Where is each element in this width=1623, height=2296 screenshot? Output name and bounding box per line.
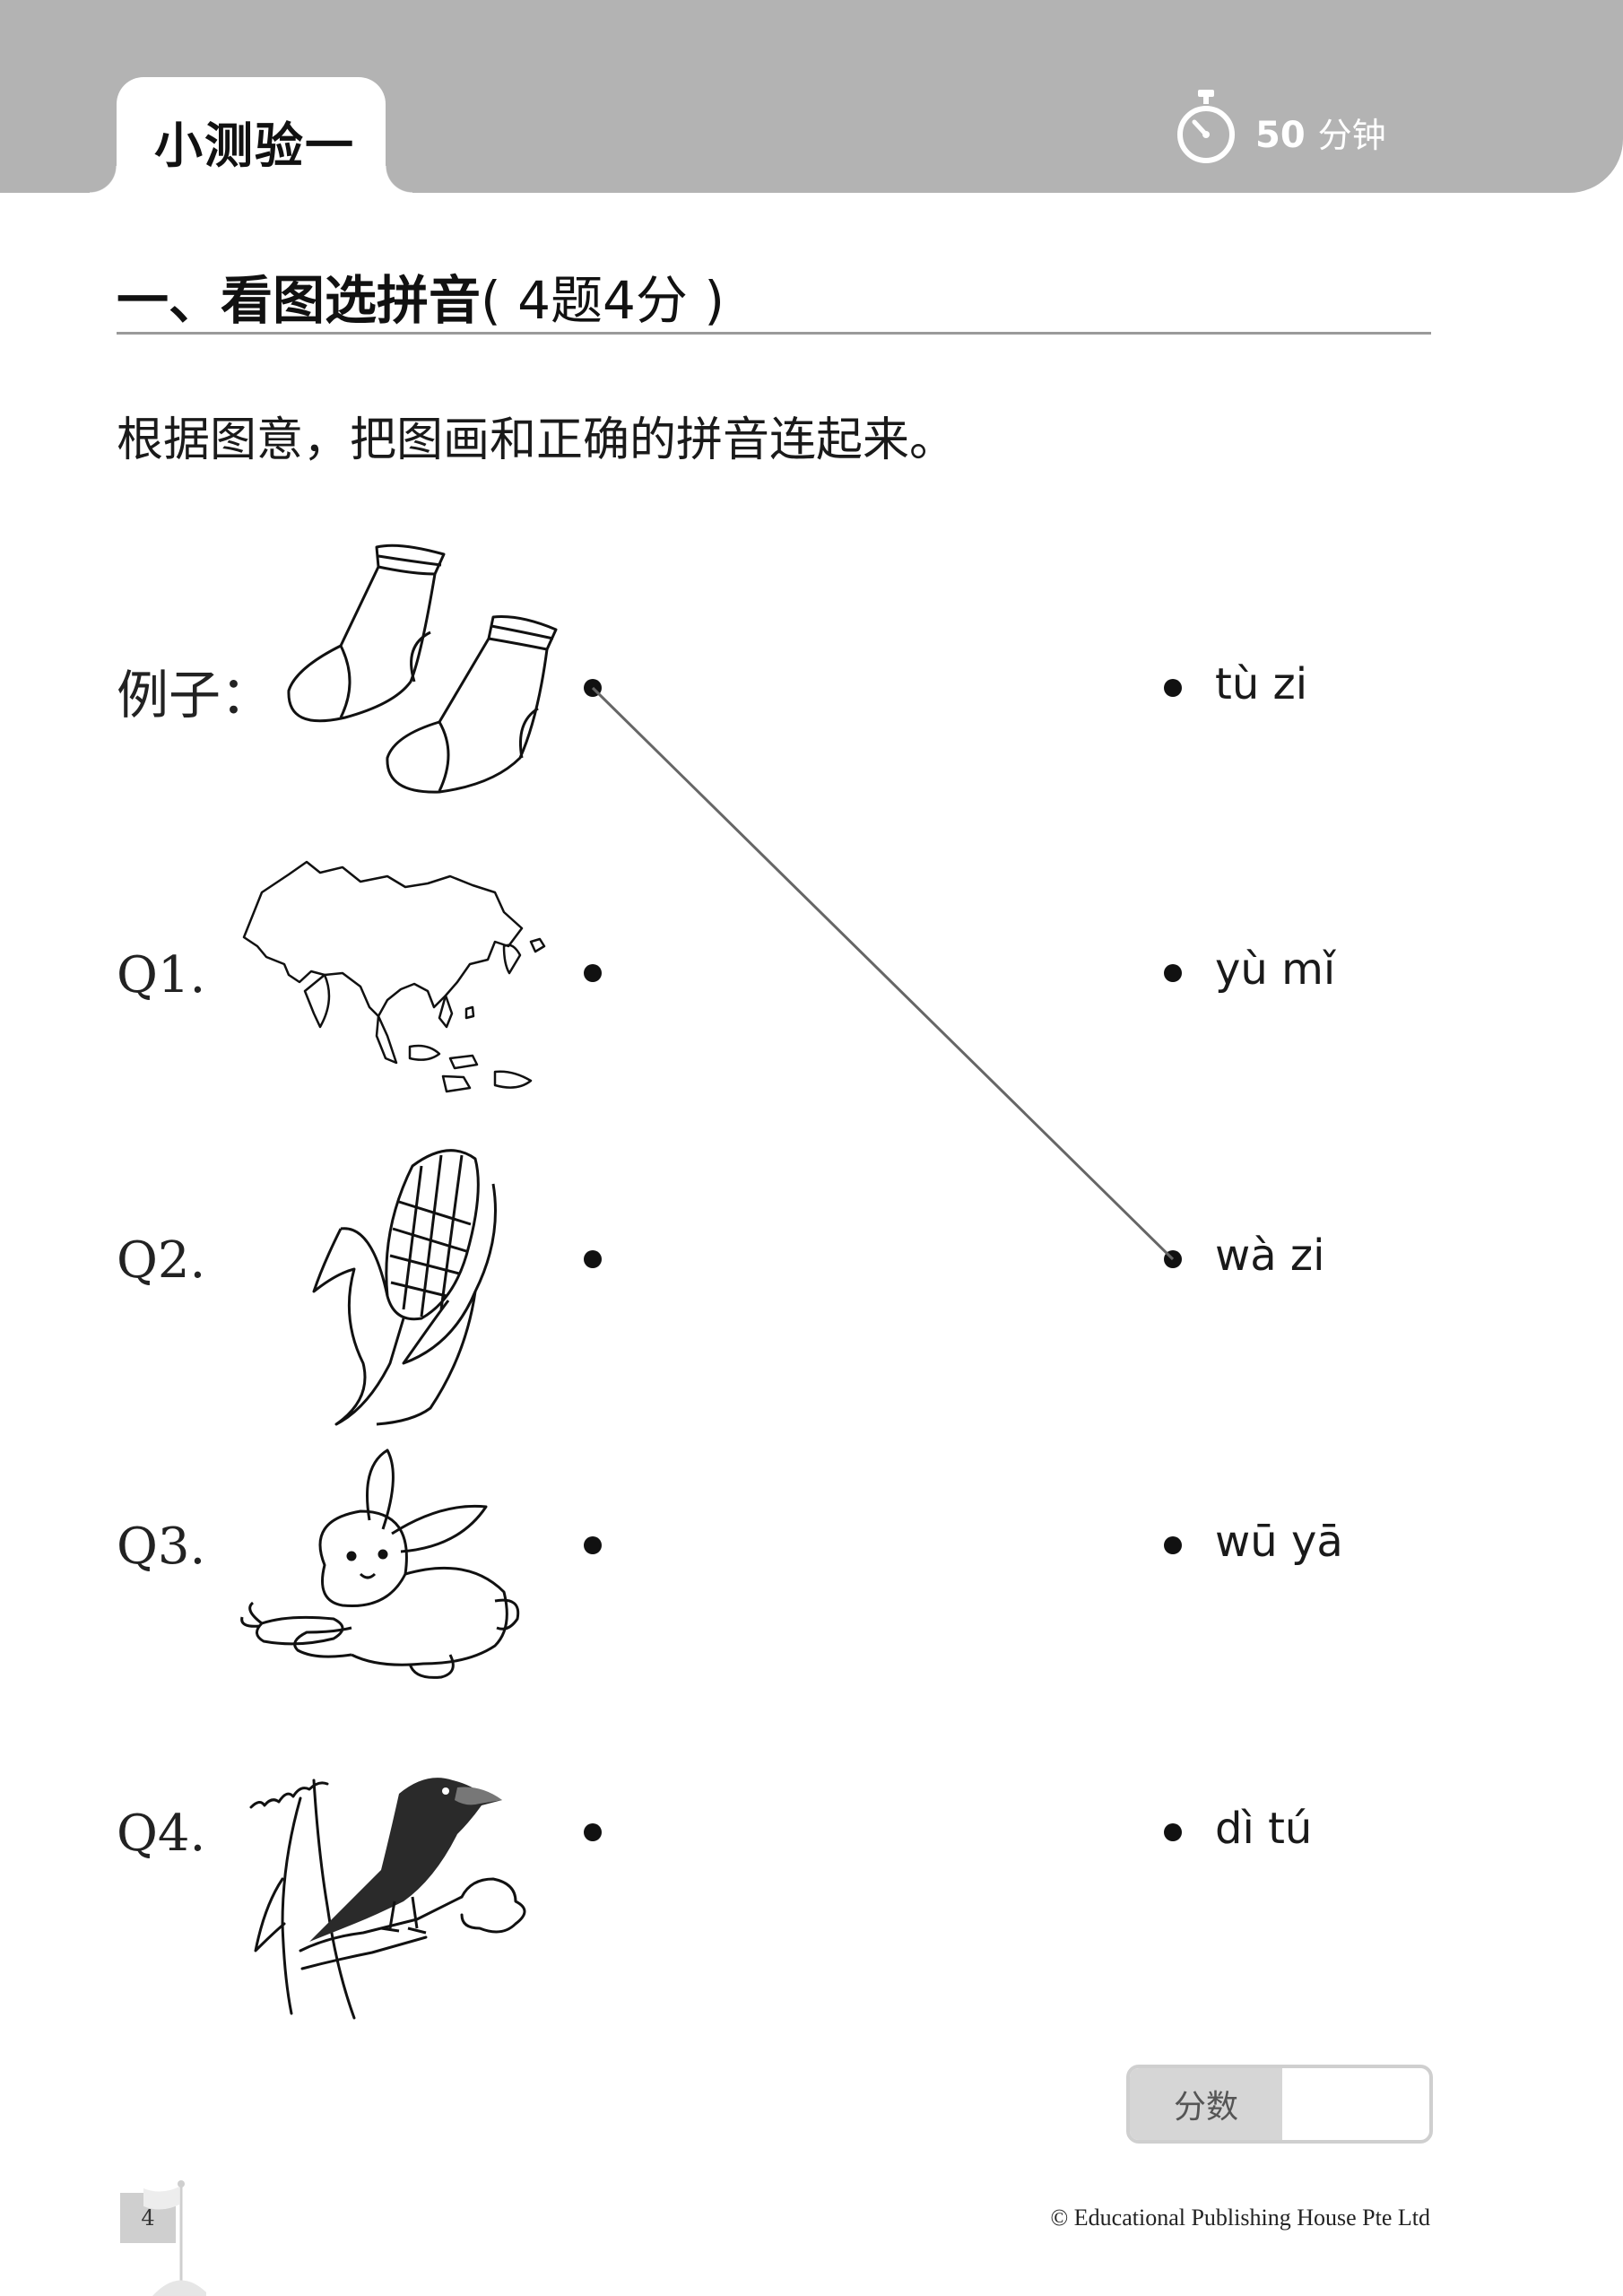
pinyin-option-2: yù mǐ: [1215, 944, 1336, 995]
copyright-text: © Educational Publishing House Pte Ltd: [1050, 2205, 1430, 2231]
corn-illustration: [312, 1149, 497, 1426]
duration-value: 50: [1255, 115, 1306, 156]
score-box: 分数: [1126, 2065, 1433, 2144]
page-number: 4: [120, 2193, 176, 2243]
question-label-q1: Q1.: [117, 946, 206, 1004]
pinyin-option-dot-5[interactable]: [1164, 1823, 1182, 1841]
question-label-q4: Q4.: [117, 1805, 206, 1863]
duration: 50 分钟: [1255, 108, 1386, 157]
socks-illustration: [287, 544, 558, 794]
q4-picture-dot[interactable]: [584, 1823, 602, 1841]
question-label-q3: Q3.: [117, 1518, 206, 1576]
q2-picture-dot[interactable]: [584, 1250, 602, 1268]
quiz-title-tab: [90, 77, 412, 203]
section-divider: [117, 332, 1431, 335]
section-score-info: ( 4题4分 ): [481, 270, 725, 331]
rabbit-illustration: [240, 1448, 520, 1679]
score-label: 分数: [1130, 2068, 1282, 2140]
example-label: 例子：: [117, 665, 273, 726]
instruction-text: 根据图意，把图画和正确的拼音连起来。: [117, 413, 957, 467]
section-title: 一、看图选拼音( 4题4分 ): [117, 258, 725, 334]
quiz-title: 小测验一: [154, 117, 355, 174]
duration-unit: 分钟: [1317, 116, 1386, 155]
section-heading: 一、看图选拼音: [117, 270, 482, 331]
stopwatch-icon: [1177, 90, 1235, 163]
pinyin-option-1: tù zi: [1215, 659, 1308, 709]
q3-picture-dot[interactable]: [584, 1536, 602, 1554]
pinyin-option-dot-2[interactable]: [1164, 964, 1182, 982]
pinyin-option-4: wū yā: [1215, 1517, 1343, 1567]
crow-illustration: [249, 1778, 526, 2020]
map-of-asia-illustration: [242, 860, 546, 1093]
question-label-q2: Q2.: [117, 1231, 206, 1290]
q1-picture-dot[interactable]: [584, 964, 602, 982]
flag-decoration-icon: [143, 2180, 206, 2296]
score-input[interactable]: [1282, 2068, 1429, 2140]
pinyin-option-5: dì tú: [1215, 1804, 1313, 1854]
pinyin-option-dot-1[interactable]: [1164, 679, 1182, 697]
pinyin-option-3: wà zi: [1215, 1231, 1325, 1281]
pinyin-option-dot-4[interactable]: [1164, 1536, 1182, 1554]
